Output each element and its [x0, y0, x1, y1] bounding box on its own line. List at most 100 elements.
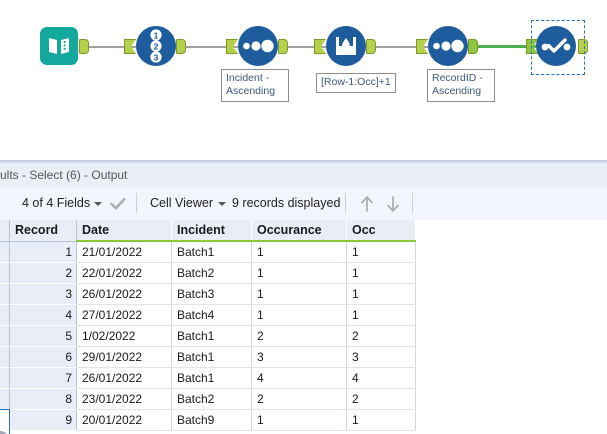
cell-viewer-label[interactable]: Cell Viewer: [150, 196, 213, 210]
arrow-up-icon[interactable]: [359, 195, 375, 213]
row-selector-cell[interactable]: [0, 346, 10, 368]
row-selector-cell[interactable]: [0, 388, 10, 410]
chevron-down-icon[interactable]: [94, 202, 102, 206]
cell-record[interactable]: 7: [9, 367, 77, 389]
cell-occurance[interactable]: 1: [251, 241, 347, 263]
cell-incident[interactable]: Batch2: [171, 262, 252, 284]
cell-occurance[interactable]: 2: [251, 388, 347, 410]
cell-occ[interactable]: 1: [346, 409, 416, 431]
connector-sort2-to-select[interactable]: [476, 45, 536, 48]
cell-occ[interactable]: 1: [346, 241, 416, 263]
cell-date[interactable]: 21/01/2022: [76, 241, 172, 263]
check-icon[interactable]: [110, 197, 126, 211]
cell-occurance[interactable]: 1: [251, 409, 347, 431]
cell-occ[interactable]: 2: [346, 388, 416, 410]
left-panel-peek-box[interactable]: [0, 409, 10, 434]
port-out-formula[interactable]: [366, 39, 376, 54]
cell-occurance[interactable]: 1: [251, 262, 347, 284]
row-selector-cell[interactable]: [0, 304, 10, 326]
chevron-down-icon[interactable]: [218, 202, 226, 206]
cell-occ[interactable]: 1: [346, 283, 416, 305]
row-selector-cell[interactable]: [0, 325, 10, 347]
cell-occurance[interactable]: 1: [251, 304, 347, 326]
panel-splitter[interactable]: [0, 160, 607, 164]
cell-date[interactable]: 22/01/2022: [76, 262, 172, 284]
cell-incident[interactable]: Batch1: [171, 325, 252, 347]
cell-date[interactable]: 26/01/2022: [76, 283, 172, 305]
cell-occurance[interactable]: 2: [251, 325, 347, 347]
left-panel-peek-circle[interactable]: [0, 431, 9, 434]
arrow-down-icon[interactable]: [385, 195, 401, 213]
cell-occ[interactable]: 1: [346, 262, 416, 284]
table-row[interactable]: 9 20/01/2022 Batch9 1 1: [0, 409, 416, 431]
multi-row-formula-icon: [326, 26, 366, 66]
cell-occurance[interactable]: 4: [251, 367, 347, 389]
cell-record[interactable]: 4: [9, 304, 77, 326]
column-header-occurance[interactable]: Occurance: [251, 220, 347, 242]
cell-date[interactable]: 1/02/2022: [76, 325, 172, 347]
table-row[interactable]: 1 21/01/2022 Batch1 1 1: [0, 241, 416, 263]
port-out-select[interactable]: [578, 39, 588, 54]
cell-date[interactable]: 27/01/2022: [76, 304, 172, 326]
cell-record[interactable]: 9: [9, 409, 77, 431]
connector-sort1-to-formula[interactable]: [282, 46, 326, 48]
table-row[interactable]: 7 26/01/2022 Batch1 4 4: [0, 367, 416, 389]
cell-record[interactable]: 6: [9, 346, 77, 368]
cell-occ[interactable]: 4: [346, 367, 416, 389]
table-row[interactable]: 8 23/01/2022 Batch2 2 2: [0, 388, 416, 410]
cell-incident[interactable]: Batch4: [171, 304, 252, 326]
cell-incident[interactable]: Batch1: [171, 346, 252, 368]
column-header-date[interactable]: Date: [76, 220, 172, 242]
toolbar-separator-2: [345, 193, 346, 213]
table-row[interactable]: 6 29/01/2022 Batch1 3 3: [0, 346, 416, 368]
cell-occ[interactable]: 1: [346, 304, 416, 326]
port-out-recordid[interactable]: [176, 39, 186, 54]
cell-record[interactable]: 8: [9, 388, 77, 410]
cell-date[interactable]: 20/01/2022: [76, 409, 172, 431]
row-selector-header: [0, 220, 10, 242]
cell-date[interactable]: 23/01/2022: [76, 388, 172, 410]
fields-selector-label[interactable]: 4 of 4 Fields: [22, 196, 91, 210]
annotation-recordid-ascending[interactable]: RecordID - Ascending: [427, 69, 495, 102]
table-row[interactable]: 3 26/01/2022 Batch3 1 1: [0, 283, 416, 305]
port-out-input[interactable]: [79, 39, 89, 54]
cell-incident[interactable]: Batch1: [171, 367, 252, 389]
workflow-canvas[interactable]: 1 2 3: [0, 0, 607, 131]
connector-input-to-recordid[interactable]: [84, 46, 136, 48]
connector-recordid-to-sort1[interactable]: [180, 46, 238, 48]
cell-incident[interactable]: Batch1: [171, 241, 252, 263]
cell-incident[interactable]: Batch3: [171, 283, 252, 305]
row-selector-cell[interactable]: [0, 241, 10, 263]
table-row[interactable]: 2 22/01/2022 Batch2 1 1: [0, 262, 416, 284]
row-selector-cell[interactable]: [0, 367, 10, 389]
annotation-row-formula[interactable]: [Row-1:Occ]+1: [316, 73, 396, 93]
cell-date[interactable]: 29/01/2022: [76, 346, 172, 368]
port-out-sort1[interactable]: [278, 39, 288, 54]
cell-occ[interactable]: 2: [346, 325, 416, 347]
cell-incident[interactable]: Batch9: [171, 409, 252, 431]
cell-date[interactable]: 26/01/2022: [76, 367, 172, 389]
cell-record[interactable]: 1: [9, 241, 77, 263]
cell-occurance[interactable]: 3: [251, 346, 347, 368]
column-header-record[interactable]: Record: [9, 220, 77, 242]
cell-record[interactable]: 2: [9, 262, 77, 284]
svg-text:3: 3: [154, 53, 159, 63]
cell-occ[interactable]: 3: [346, 346, 416, 368]
cell-incident[interactable]: Batch2: [171, 388, 252, 410]
annotation-incident-ascending[interactable]: Incident - Ascending: [221, 69, 289, 102]
results-grid[interactable]: Record Date Incident Occurance Occ 1 21/…: [0, 220, 607, 434]
cell-occurance[interactable]: 1: [251, 283, 347, 305]
row-selector-cell[interactable]: [0, 283, 10, 305]
cell-record[interactable]: 5: [9, 325, 77, 347]
table-row[interactable]: 5 1/02/2022 Batch1 2 2: [0, 325, 416, 347]
table-row[interactable]: 4 27/01/2022 Batch4 1 1: [0, 304, 416, 326]
table-header-row: Record Date Incident Occurance Occ: [0, 220, 416, 242]
cell-record[interactable]: 3: [9, 283, 77, 305]
column-header-occ[interactable]: Occ: [346, 220, 416, 242]
node-selection-box: [531, 20, 585, 75]
results-panel: ults - Select (6) - Output 4 of 4 Fields…: [0, 131, 607, 434]
row-selector-cell[interactable]: [0, 262, 10, 284]
column-header-incident[interactable]: Incident: [171, 220, 252, 242]
connector-formula-to-sort2[interactable]: [370, 46, 428, 48]
port-out-sort2[interactable]: [468, 39, 478, 54]
